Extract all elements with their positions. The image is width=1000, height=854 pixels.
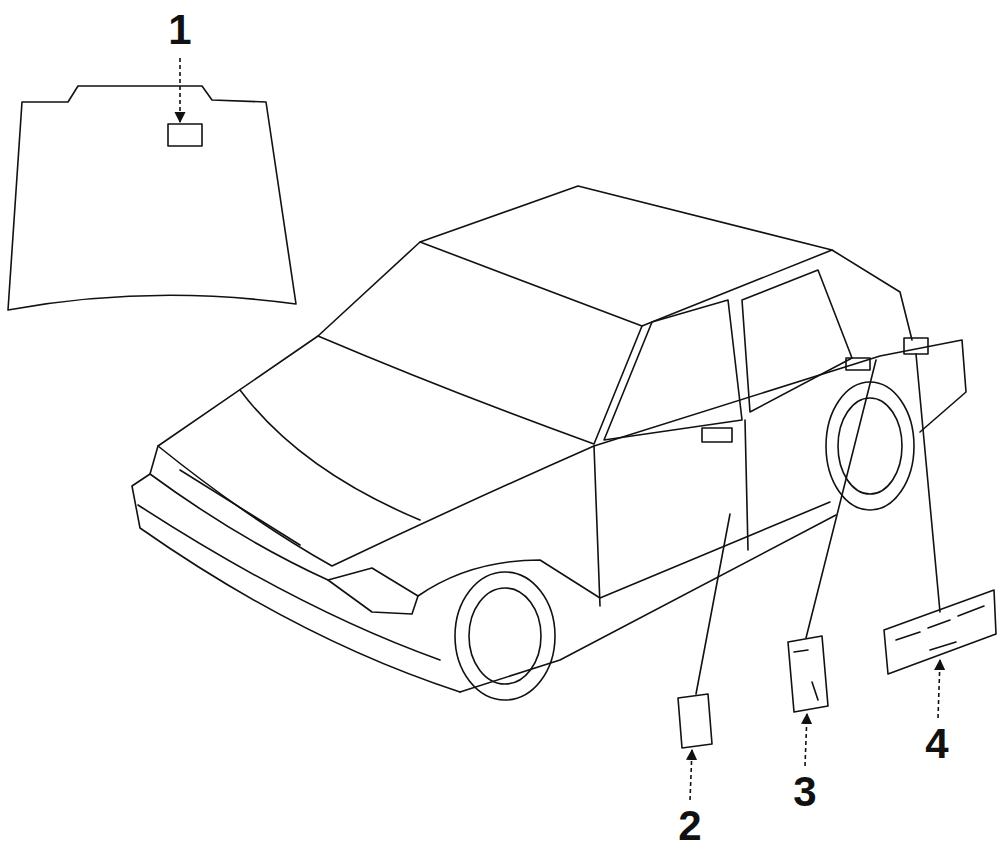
car-hood: [158, 336, 594, 566]
windshield: [318, 242, 642, 444]
label-part: [788, 636, 828, 712]
door-handle: [702, 428, 732, 442]
roof: [420, 186, 832, 326]
fuel-lid: [904, 338, 928, 354]
leader-line: [806, 360, 876, 638]
headlight: [328, 568, 418, 614]
callout-arrow: [179, 58, 181, 122]
rear-wheel: [826, 382, 914, 510]
callout-number: 4: [925, 723, 948, 765]
rear-wheel-rim: [838, 398, 902, 494]
a-pillar-line: [594, 446, 600, 606]
leader-line: [916, 354, 940, 612]
leader-line: [696, 514, 730, 694]
beltline: [594, 340, 966, 446]
hood-panel: [8, 86, 296, 310]
hood-label: [168, 124, 202, 146]
front-wheel-rim: [469, 588, 541, 684]
bumper-line: [138, 505, 440, 660]
door-handle: [846, 358, 870, 370]
door-line: [745, 420, 748, 550]
callout-number: 1: [168, 9, 191, 51]
label-scribble: [794, 650, 818, 700]
rear-door-window: [742, 270, 852, 412]
front-wheel: [455, 572, 555, 700]
front-bumper: [132, 474, 460, 692]
grille: [150, 446, 328, 580]
grille-line: [180, 470, 300, 545]
callout-arrow: [938, 660, 940, 718]
callout-arrow: [690, 750, 692, 800]
hood-crease: [240, 390, 420, 520]
label-part: [678, 694, 712, 748]
rocker: [460, 515, 836, 692]
callout-number: 3: [793, 771, 816, 813]
front-window: [604, 300, 742, 440]
callout-arrow: [805, 714, 807, 766]
rear-window: [832, 250, 912, 340]
callout-number: 2: [678, 805, 701, 847]
